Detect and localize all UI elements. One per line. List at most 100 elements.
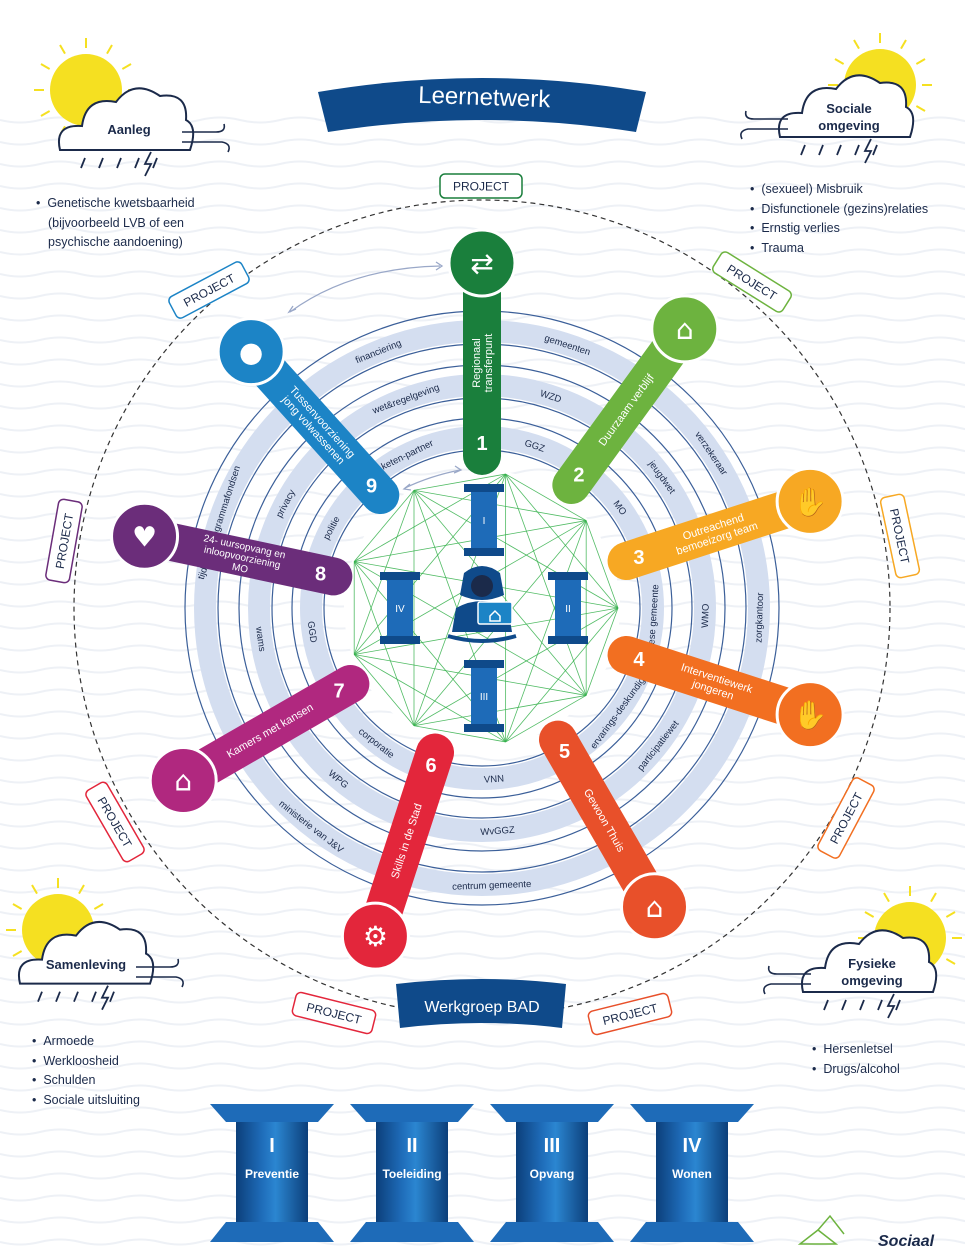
lightning-icon: [100, 985, 110, 1011]
wave-line: [0, 864, 965, 872]
network-line: [413, 489, 587, 521]
pillar-capital: [490, 1104, 614, 1122]
sun-ray: [12, 903, 23, 910]
care-hand-icon: ♥: [132, 520, 157, 553]
wave-line: [0, 930, 965, 938]
pillar-shaft: [236, 1122, 308, 1222]
logo: Sociaal: [797, 1214, 935, 1250]
weather-label: Aanleg: [107, 122, 150, 137]
pillar-shaft: [656, 1122, 728, 1222]
spoke-bar: [607, 635, 812, 728]
rain-drop: [841, 999, 847, 1011]
network-line: [354, 520, 587, 562]
spoke-number: 9: [366, 475, 377, 497]
cloud-icon: [778, 74, 915, 138]
network-line: [413, 695, 587, 727]
project-text: PROJECT: [453, 180, 510, 194]
wave-line: [0, 1216, 965, 1224]
sun-ray: [864, 911, 875, 918]
sociale-omgeving-list: (sexueel) Misbruik Disfunctionele (gezin…: [750, 180, 965, 258]
pillar-number: II: [406, 1135, 417, 1157]
weather-icon: Aanleg: [34, 38, 230, 177]
network-line: [505, 607, 619, 743]
ring-label: Friese gemeente: [646, 584, 662, 656]
pillar-label: Preventie: [245, 1167, 299, 1181]
footer-title: Werkgroep BAD: [424, 999, 539, 1016]
pillar-base: [490, 1222, 614, 1242]
network-line: [413, 725, 506, 743]
network-line: [505, 473, 587, 696]
center-pillar: IV: [380, 572, 420, 644]
spoke-number: 8: [315, 564, 326, 586]
person-icon: ●: [239, 336, 263, 369]
list-item: Genetische kwetsbaarheid (bijvoorbeeld L…: [36, 194, 246, 253]
network-line: [585, 520, 619, 609]
double-arrow-icon: [287, 261, 463, 491]
aanleg-list: Genetische kwetsbaarheid (bijvoorbeeld L…: [36, 194, 246, 253]
shield-house-icon: ⌂: [676, 313, 694, 346]
spoke-bar: [244, 346, 400, 515]
spoke-icon-disc: [650, 294, 720, 364]
sun-ray: [106, 44, 113, 55]
sun-ray: [121, 63, 132, 70]
person-laptop-icon: [447, 566, 517, 643]
samenleving-list: Armoede Werkloosheid Schulden Sociale ui…: [32, 1032, 202, 1110]
pillar-capital: [630, 1104, 754, 1122]
ring-label: WvGGZ: [480, 825, 515, 838]
gear-person-icon: ⚙: [363, 920, 388, 953]
rain-drop: [80, 157, 86, 169]
sun-ray: [945, 911, 956, 918]
sun-ray: [78, 884, 85, 895]
spoke-icon-disc: [110, 501, 180, 571]
spoke-bar: [552, 325, 693, 505]
lightning-icon: [886, 993, 896, 1019]
spoke-number: 4: [633, 649, 645, 671]
wave-line: [0, 1238, 965, 1246]
network-line: [353, 654, 415, 727]
spoke-number: 7: [334, 681, 345, 703]
spoke-number: 6: [425, 755, 436, 777]
wind-icon: [767, 965, 811, 975]
wind-icon: [136, 976, 184, 988]
sun-ray: [883, 892, 890, 903]
wave-line: [0, 160, 965, 168]
network-line: [505, 520, 587, 743]
pillar-shaft: [516, 1122, 588, 1222]
ring-label: wams: [253, 625, 268, 652]
wind-icon: [136, 958, 180, 968]
rain-drop: [895, 999, 901, 1011]
spoke-bar: [539, 720, 664, 910]
spoke-icon-disc: [216, 317, 286, 387]
wave-line: [0, 1018, 965, 1026]
weather-label: Samenleving: [46, 957, 126, 972]
wind-icon: [740, 128, 788, 140]
spoke-icon-disc: [775, 680, 845, 750]
sun-ray: [834, 58, 845, 65]
spoke-icon-disc: [148, 746, 218, 815]
rain-drop: [55, 991, 61, 1003]
wave-line: [0, 1194, 965, 1202]
center-pillar-label: IV: [395, 604, 405, 615]
network-line: [413, 607, 619, 727]
home-person-icon: ⌂: [646, 891, 664, 924]
spoke-number: 3: [633, 547, 644, 569]
rain-drop: [854, 144, 860, 156]
center-pillar-label: I: [483, 516, 486, 527]
project-label: PROJECT: [712, 251, 792, 313]
sun-ray: [930, 892, 937, 903]
pillar-shaft: [376, 1122, 448, 1222]
pillar-base: [350, 1222, 474, 1242]
network-line: [413, 489, 619, 609]
spoke-bar: [362, 733, 455, 938]
pillar-number: I: [269, 1135, 275, 1157]
rain-drop: [116, 157, 122, 169]
